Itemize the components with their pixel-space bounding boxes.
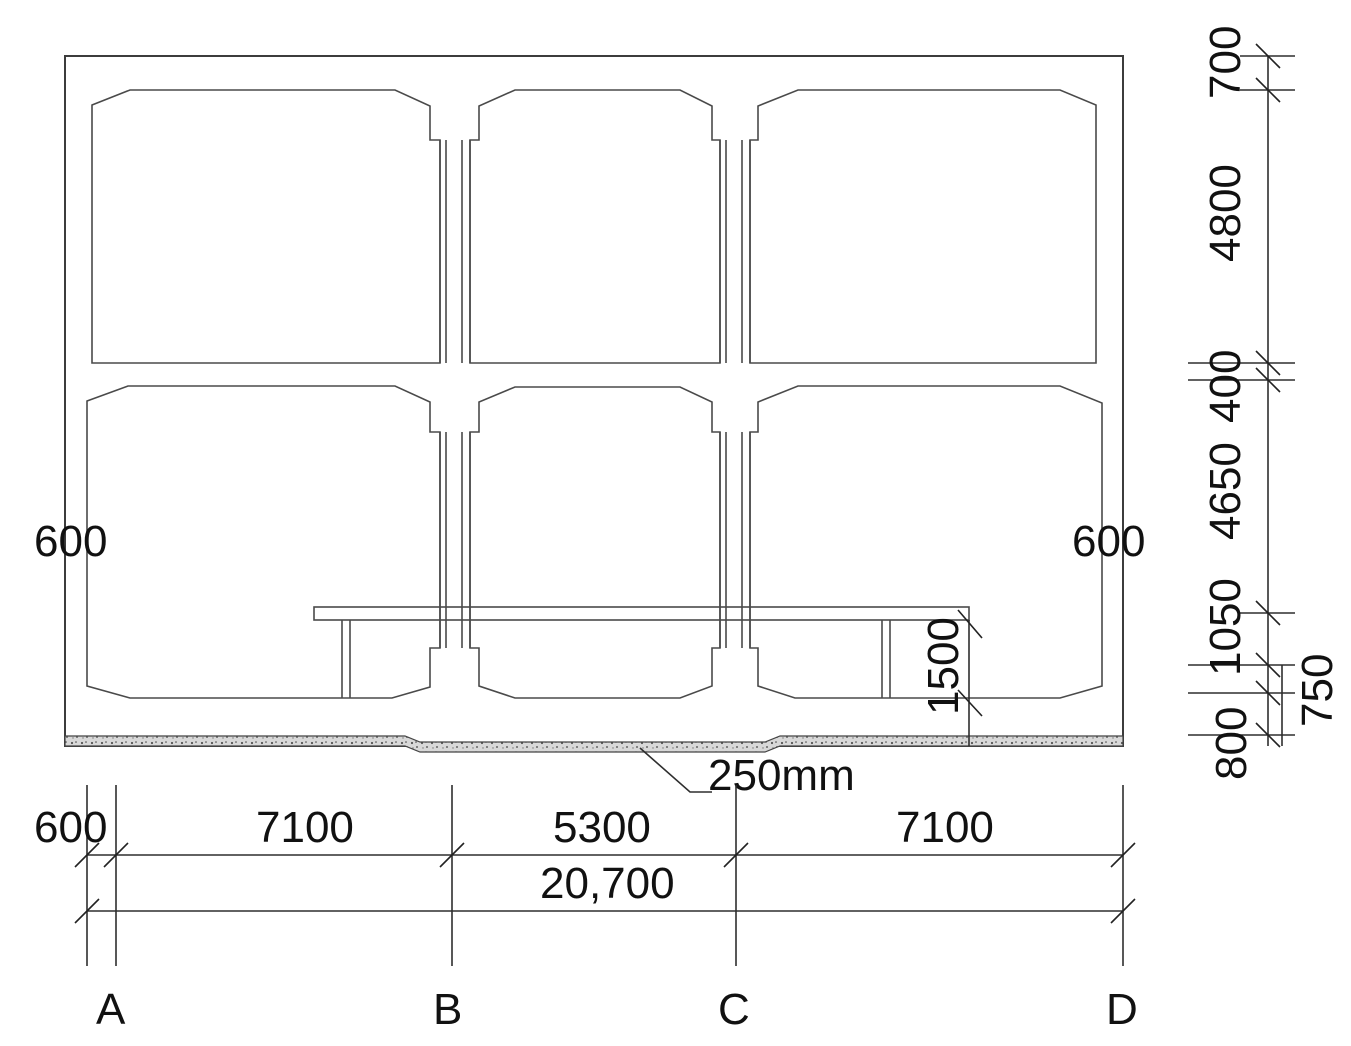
dim-lower-1050: 1050 — [1201, 578, 1250, 676]
upper-cell-middle — [469, 89, 721, 364]
right-wall-label: 600 — [1072, 517, 1145, 566]
dim-lower-cell-4650: 4650 — [1201, 442, 1250, 540]
axis-label-c: C — [718, 985, 750, 1034]
dim-total-width: 20,700 — [540, 859, 675, 908]
lower-cell-left — [86, 385, 441, 699]
dim-span-bc: 5300 — [553, 803, 651, 852]
beam-height-tick-bottom — [957, 689, 983, 717]
axis-label-d: D — [1106, 985, 1138, 1034]
dim-upper-cell-4800: 4800 — [1201, 164, 1250, 262]
dim-side-750: 750 — [1293, 654, 1342, 727]
platform-slab — [313, 606, 970, 621]
beam-height-label: 1500 — [919, 617, 968, 715]
column-b — [439, 140, 471, 648]
left-wall-label: 600 — [34, 517, 107, 566]
beam-height-tick-top — [957, 609, 983, 639]
slab-thickness-label: 250mm — [708, 751, 855, 800]
dim-lower-800: 800 — [1207, 707, 1256, 780]
dim-offset-600: 600 — [34, 803, 107, 852]
upper-cell-right — [749, 89, 1097, 364]
lower-cell-middle — [469, 386, 721, 699]
axis-label-b: B — [433, 985, 462, 1034]
column-c — [719, 140, 751, 648]
platform-supports — [341, 620, 891, 698]
bottom-slab-250mm — [64, 735, 1124, 753]
horizontal-dim-ticks — [74, 842, 1136, 924]
dim-mid-slab-400: 400 — [1201, 350, 1250, 423]
axis-extension-lines — [86, 785, 1124, 966]
vertical-dim-ticks — [1255, 43, 1281, 748]
upper-cell-left — [91, 89, 441, 364]
lower-cell-right — [749, 385, 1103, 699]
dim-top-700: 700 — [1201, 26, 1250, 99]
slab-leader-line — [639, 747, 712, 793]
dim-span-ab: 7100 — [256, 803, 354, 852]
dim-span-cd: 7100 — [896, 803, 994, 852]
axis-label-a: A — [96, 985, 126, 1034]
